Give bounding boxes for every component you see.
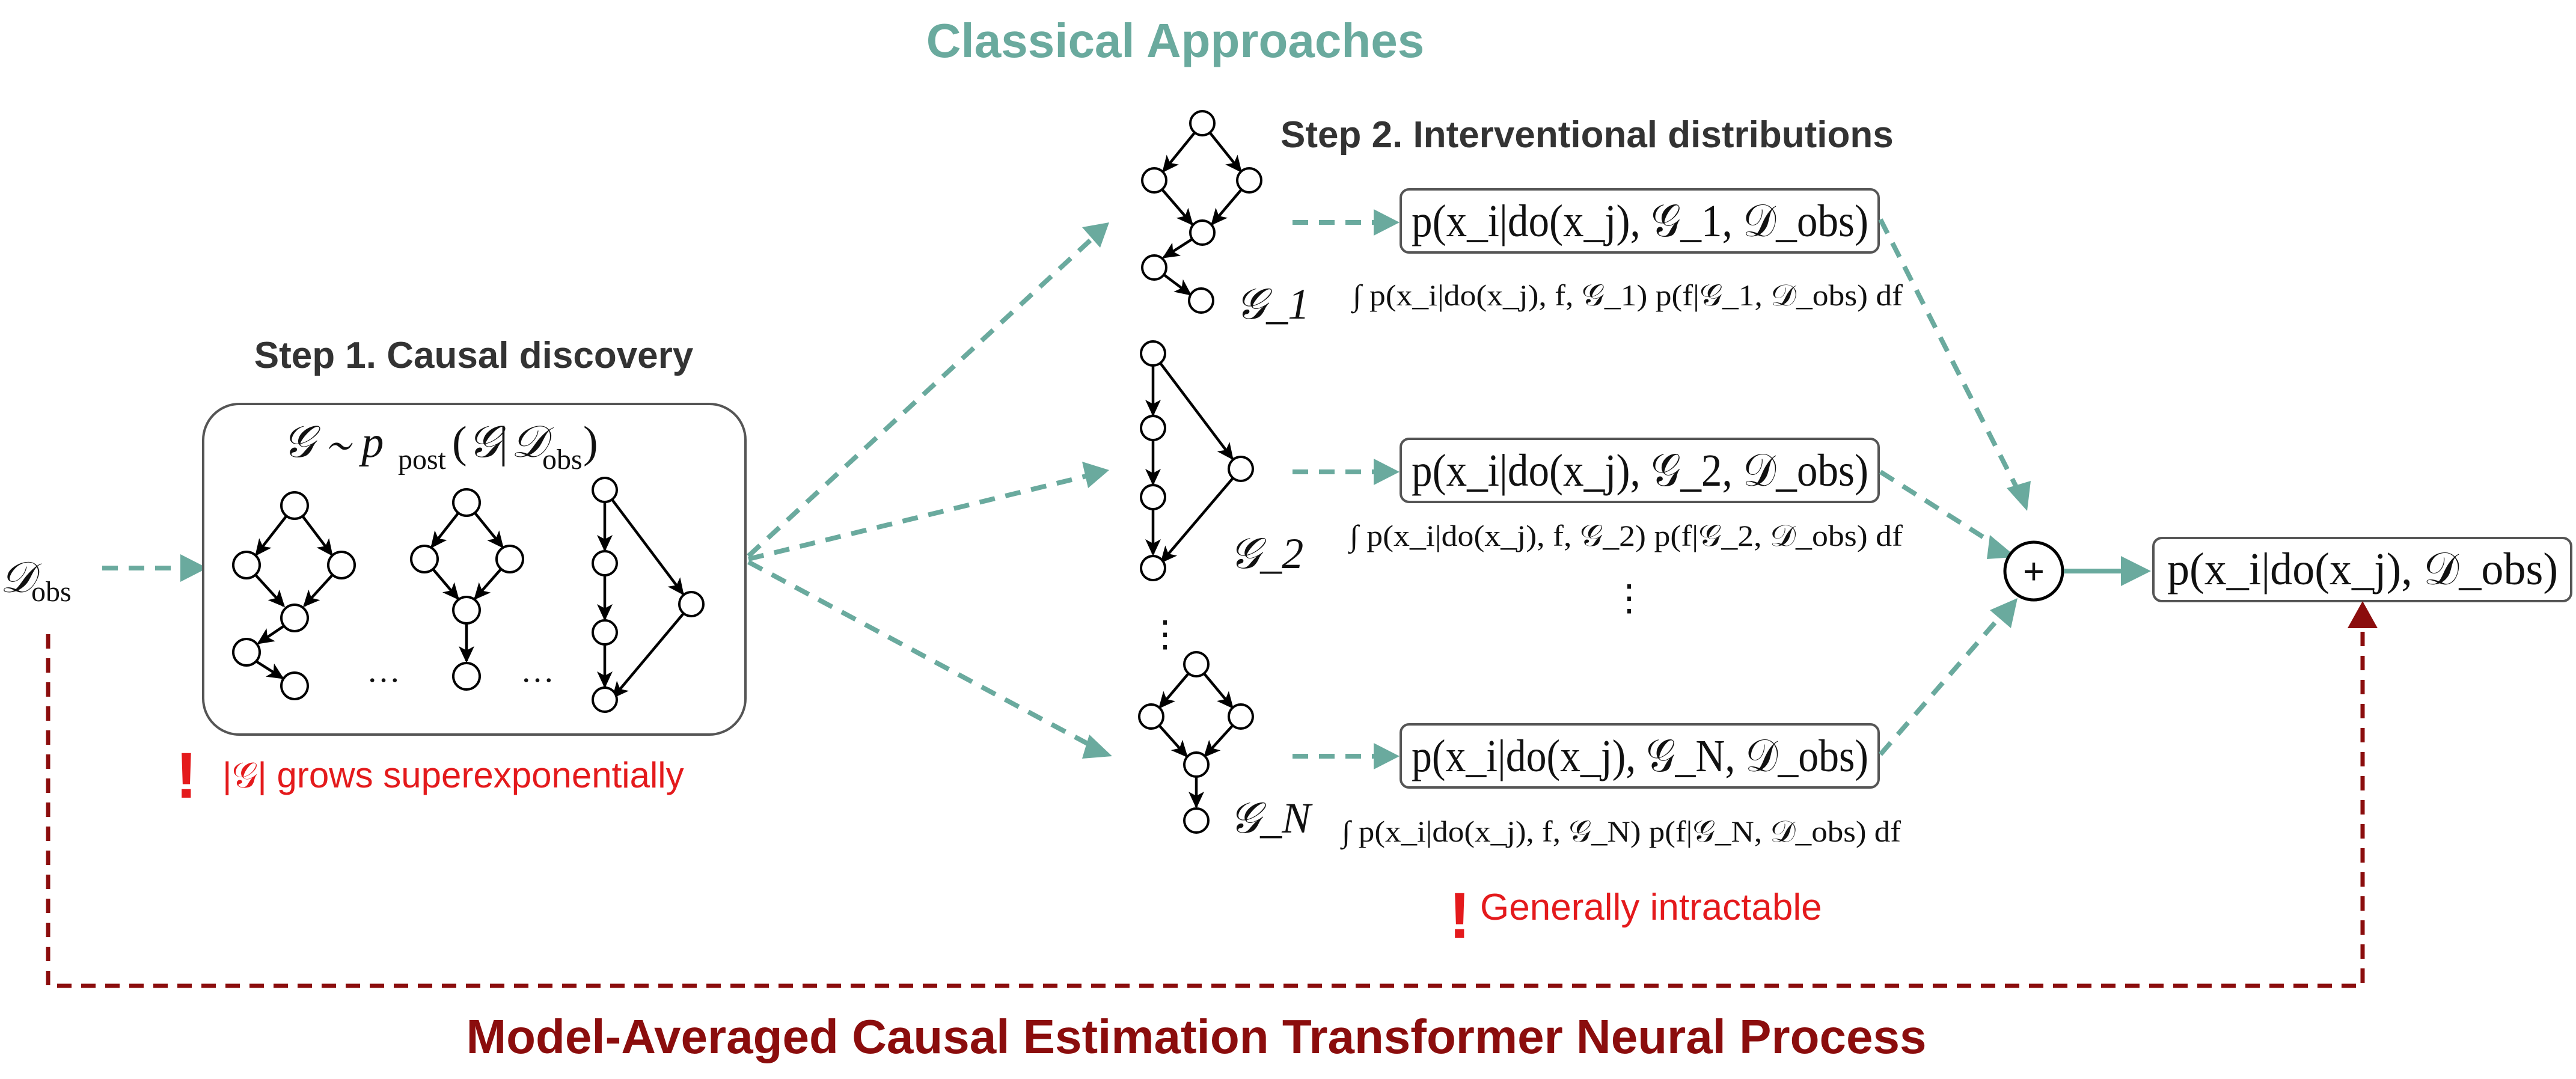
arrowhead-icon bbox=[1374, 209, 1400, 236]
integral-g1: ∫ p(x_i|do(x_j), f, 𝒢_1) p(f|𝒢_1, 𝒟_obs)… bbox=[1351, 278, 1903, 314]
ellipsis-1: … bbox=[367, 652, 400, 689]
step2-title: Step 2. Interventional distributions bbox=[1280, 114, 1894, 156]
distribution-box-gn bbox=[1400, 723, 1880, 789]
warning-icon: ! bbox=[1449, 879, 1470, 952]
graph-vdots: ⋮ bbox=[1147, 614, 1183, 654]
arrowhead-icon bbox=[2348, 601, 2378, 628]
distribution-g1: p(x_i|do(x_j), 𝒢_1, 𝒟_obs) bbox=[1412, 196, 1868, 246]
sum-node bbox=[2003, 540, 2064, 602]
posterior-formula: 𝒢 ∼ p post ( 𝒢 | 𝒟 obs ) bbox=[283, 418, 598, 475]
integral-g2: ∫ p(x_i|do(x_j), f, 𝒢_2) p(f|𝒢_2, 𝒟_obs)… bbox=[1348, 519, 1903, 554]
arrowhead-icon bbox=[1374, 459, 1400, 485]
svg-text:obs: obs bbox=[542, 444, 583, 475]
arrowhead-icon bbox=[1374, 743, 1400, 769]
arrowhead-icon bbox=[2007, 481, 2031, 511]
step1-title: Step 1. Causal discovery bbox=[254, 335, 694, 376]
classical-approaches-title: Classical Approaches bbox=[926, 14, 1425, 67]
graph-label-gn: 𝒢_N bbox=[1229, 794, 1313, 842]
dist1-to-sum-arrow bbox=[1878, 218, 2021, 493]
input-dataset-label: 𝒟 obs bbox=[0, 554, 72, 608]
distribution-g2: p(x_i|do(x_j), 𝒢_2, 𝒟_obs) bbox=[1412, 445, 1868, 496]
sample-graph-c bbox=[592, 477, 705, 713]
svg-text:(: ( bbox=[452, 418, 467, 467]
warning-icon: ! bbox=[176, 739, 197, 812]
svg-text:|: | bbox=[499, 418, 508, 467]
distn-to-sum-arrow bbox=[1878, 614, 2003, 756]
svg-text:): ) bbox=[583, 418, 598, 467]
graph-gn bbox=[1138, 651, 1254, 834]
svg-text:𝒢 ∼ p: 𝒢 ∼ p bbox=[283, 418, 384, 467]
branch-arrow-3 bbox=[747, 560, 1097, 750]
svg-text:obs: obs bbox=[31, 576, 72, 608]
metp-path bbox=[46, 625, 2365, 988]
graph-label-g1: 𝒢_1 bbox=[1235, 280, 1309, 328]
distribution-vdots: ⋮ bbox=[1611, 578, 1647, 618]
result-box bbox=[2152, 537, 2572, 602]
branch-arrow-1 bbox=[747, 234, 1097, 558]
graph-label-g2: 𝒢_2 bbox=[1229, 530, 1303, 578]
metp-title: Model-Averaged Causal Estimation Transfo… bbox=[467, 1010, 1927, 1063]
arrowhead-icon bbox=[1082, 462, 1109, 488]
arrowhead-icon bbox=[1990, 598, 2018, 628]
ellipsis-2: … bbox=[521, 652, 554, 689]
arrowhead-icon bbox=[180, 554, 207, 582]
dist2-to-sum-arrow bbox=[1879, 469, 2001, 549]
integral-gn: ∫ p(x_i|do(x_j), f, 𝒢_N) p(f|𝒢_N, 𝒟_obs)… bbox=[1340, 815, 1901, 850]
sample-graph-a bbox=[232, 491, 356, 700]
branch-arrow-2 bbox=[748, 472, 1092, 561]
svg-text:post: post bbox=[398, 444, 447, 475]
arrowhead-icon bbox=[1082, 735, 1112, 759]
graph-g1 bbox=[1141, 110, 1262, 314]
step1-warning: |𝒢| grows superexponentially bbox=[222, 755, 684, 795]
plus-icon: + bbox=[2023, 550, 2045, 593]
distribution-gn: p(x_i|do(x_j), 𝒢_N, 𝒟_obs) bbox=[1412, 731, 1868, 781]
distribution-box-g2 bbox=[1400, 438, 1880, 503]
graph-g2 bbox=[1140, 340, 1254, 581]
step2-warning: Generally intractable bbox=[1480, 887, 1822, 928]
arrowhead-icon bbox=[2121, 556, 2151, 586]
arrowhead-icon bbox=[1082, 222, 1109, 248]
sample-graph-b bbox=[410, 488, 524, 691]
result-distribution: p(x_i|do(x_j), 𝒟_obs) bbox=[2167, 544, 2558, 595]
